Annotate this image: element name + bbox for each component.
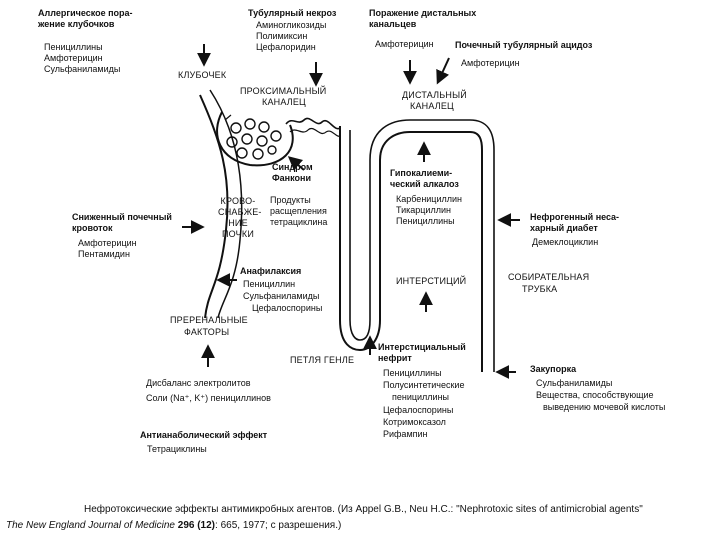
obstruction-drug: Вещества, способствующие [536, 390, 654, 400]
anaphylaxis-title: Анафилаксия [240, 266, 302, 276]
glomerular-capsule [216, 111, 294, 167]
hypokalemic-title-1: Гипокалиеми- [390, 168, 453, 178]
collecting-label-1: СОБИРАТЕЛЬНАЯ [508, 272, 590, 282]
caption-line-1: Нефротоксические эффекты антимикробных а… [84, 504, 643, 515]
anaphylaxis-drug: Пенициллин [243, 279, 296, 289]
glomerulus-capillaries [226, 118, 282, 160]
glomerular-drug: Сульфаниламиды [44, 64, 121, 74]
distal-tubule [410, 131, 483, 151]
blood-supply-line: НИЕ [228, 218, 248, 228]
arrow-fanconi [287, 156, 305, 171]
antianabolic-drug: Тетрациклины [147, 444, 207, 454]
fanconi-item: расщепления [270, 206, 327, 216]
reduced-flow-drug: Пентамидин [78, 249, 130, 259]
caption-rest: : 665, 1977; с разрешения.) [215, 520, 342, 531]
glomerular-drug: Амфотерицин [44, 53, 103, 63]
glomerular-drug: Пенициллины [44, 42, 103, 52]
tubular-necrosis-drug: Полимиксин [256, 31, 308, 41]
distal-damage-drug: Амфотерицин [375, 39, 434, 49]
tubular-necrosis-drug: Аминогликозиды [256, 20, 327, 30]
caption-journal: The New England Journal of Medicine [6, 520, 175, 531]
fanconi-title-1: Синдром [272, 162, 313, 172]
tubular-necrosis-drug: Цефалоридин [256, 42, 316, 52]
obstruction-drug: выведению мочевой кислоты [543, 402, 666, 412]
fanconi-title-2: Фанкони [272, 173, 311, 183]
proximal-convolution-inner [289, 128, 341, 137]
hypokalemic-title-2: ческий алкалоз [390, 179, 459, 189]
reduced-flow-title-1: Сниженный почечный [72, 212, 172, 222]
prerenal-label-2: ФАКТОРЫ [184, 327, 230, 337]
nephritis-drug: Пенициллины [383, 368, 442, 378]
distal-tubule-inner [410, 119, 495, 151]
kidney-outer-left-line [199, 94, 229, 319]
blood-supply-line: СНАБЖЕ- [218, 207, 262, 217]
proximal-label-1: ПРОКСИМАЛЬНЫЙ [240, 86, 327, 96]
hypokalemic-drug: Тикарциллин [396, 205, 451, 215]
nephritis-drug: Цефалоспорины [383, 405, 454, 415]
interstitium-label: ИНТЕРСТИЦИЙ [396, 276, 467, 286]
nephrogenic-drug: Демеклоциклин [532, 237, 599, 247]
loop-of-henle-label: ПЕТЛЯ ГЕНЛЕ [290, 355, 355, 365]
blood-supply-line: ПОЧКИ [222, 229, 254, 239]
distal-label-2: КАНАЛЕЦ [410, 101, 454, 111]
reduced-flow-drug: Амфотерицин [78, 238, 137, 248]
caption-volume: 296 (12) [177, 520, 216, 531]
glomerular-damage-title-1: Аллергическое пора- [38, 8, 133, 18]
fanconi-item: Продукты [270, 195, 311, 205]
distal-damage-title-2: канальцев [369, 19, 417, 29]
caption-line-2: The New England Journal of Medicine 296 … [6, 519, 341, 532]
nephritis-title-2: нефрит [378, 353, 412, 363]
tubular-necrosis-title: Тубулярный некроз [248, 8, 337, 18]
nephritis-drug: Полусинтетические [383, 380, 465, 390]
glomerular-damage-title-2: жение клубочков [38, 19, 115, 29]
electrolyte-line-1: Дисбаланс электролитов [146, 378, 251, 388]
tubular-acidosis-title: Почечный тубулярный ацидоз [455, 40, 593, 50]
nephritis-drug: пенициллины [392, 392, 450, 402]
tubular-acidosis-drug: Амфотерицин [461, 58, 520, 68]
distal-damage-title-1: Поражение дистальных [369, 8, 477, 18]
nephrogenic-title-1: Нефрогенный несa- [530, 212, 620, 222]
distal-label-1: ДИСТАЛЬНЫЙ [402, 90, 467, 100]
reduced-flow-title-2: кровоток [72, 223, 113, 233]
nephrogenic-title-2: харный диабет [530, 223, 598, 233]
kidney-inner-left-line [209, 89, 243, 319]
hypokalemic-drug: Карбенициллин [396, 194, 462, 204]
prerenal-label-1: ПРЕРЕНАЛЬНЫЕ [170, 315, 248, 325]
hypokalemic-drug: Пенициллины [396, 216, 455, 226]
nephritis-title-1: Интерстициальный [378, 342, 466, 352]
arrow-acidosis [436, 57, 450, 85]
blood-supply-line: КРОВО- [220, 196, 256, 206]
glomerulus-label: КЛУБОЧЕК [178, 70, 227, 80]
obstruction-drug: Сульфаниламиды [536, 378, 613, 388]
nephritis-drug: Котримоксазол [383, 417, 446, 427]
proximal-label-2: КАНАЛЕЦ [262, 97, 306, 107]
nephritis-drug: Рифампин [383, 429, 428, 439]
electrolyte-line-2: Соли (Na⁺, K⁺) пенициллинов [146, 393, 271, 403]
proximal-convolution [285, 117, 341, 130]
effect-arrows [182, 44, 520, 379]
loop-of-henle-inner [349, 119, 411, 341]
obstruction-title: Закупорка [530, 364, 577, 374]
fanconi-item: тетрациклина [270, 217, 328, 227]
antianabolic-title: Антианаболический эффект [140, 430, 268, 440]
anaphylaxis-drug: Сульфаниламиды [243, 291, 320, 301]
anaphylaxis-drug: Цефалоспорины [252, 303, 323, 313]
collecting-label-2: ТРУБКА [522, 284, 558, 294]
